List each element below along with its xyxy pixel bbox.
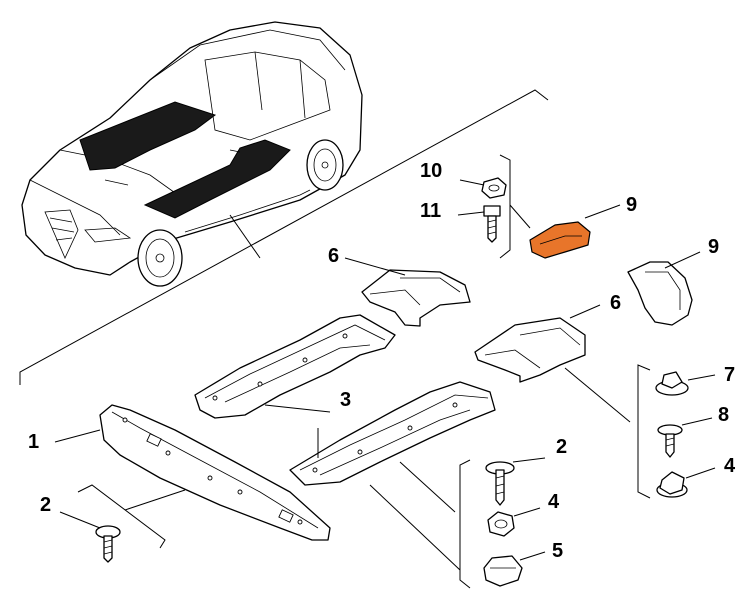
bracket-10-11	[499, 154, 511, 259]
part-10-nut	[459, 177, 507, 199]
callout-2-center: 2	[556, 436, 568, 458]
callout-2-left: 2	[40, 494, 52, 516]
part-4-center-nut	[487, 507, 541, 537]
part-9-highlighted-bracket	[529, 204, 621, 259]
part-8-screw	[657, 417, 713, 458]
part-4-right-nut	[656, 467, 716, 498]
part-11-bolt	[457, 205, 501, 243]
part-3-side-undertrays	[194, 314, 496, 486]
callout-4-center: 4	[548, 491, 560, 513]
callout-1: 1	[28, 431, 40, 453]
callout-9-upper: 9	[626, 194, 638, 216]
car-illustration	[21, 21, 363, 287]
callout-11: 11	[420, 200, 442, 222]
callout-6-upper: 6	[328, 245, 340, 267]
callout-10: 10	[420, 160, 443, 182]
callout-4-right: 4	[724, 455, 736, 477]
part-7-nut	[655, 371, 716, 396]
callout-5: 5	[552, 540, 564, 562]
part-1-front-undertray	[54, 404, 331, 541]
callout-7: 7	[724, 364, 736, 386]
callout-3: 3	[340, 389, 352, 411]
part-5-clip	[483, 551, 546, 587]
callout-8: 8	[718, 404, 730, 426]
callout-6-lower: 6	[610, 292, 622, 314]
part-2-center-screw	[485, 457, 546, 506]
part-2-left-screw	[59, 511, 121, 563]
frame-line	[19, 89, 549, 385]
part-6-upper-panel	[344, 257, 471, 327]
part-6-lower-panel	[474, 304, 601, 383]
callout-9-lower: 9	[708, 236, 720, 258]
bracket-7-8-4	[637, 364, 651, 499]
part-9-shield	[627, 251, 701, 326]
